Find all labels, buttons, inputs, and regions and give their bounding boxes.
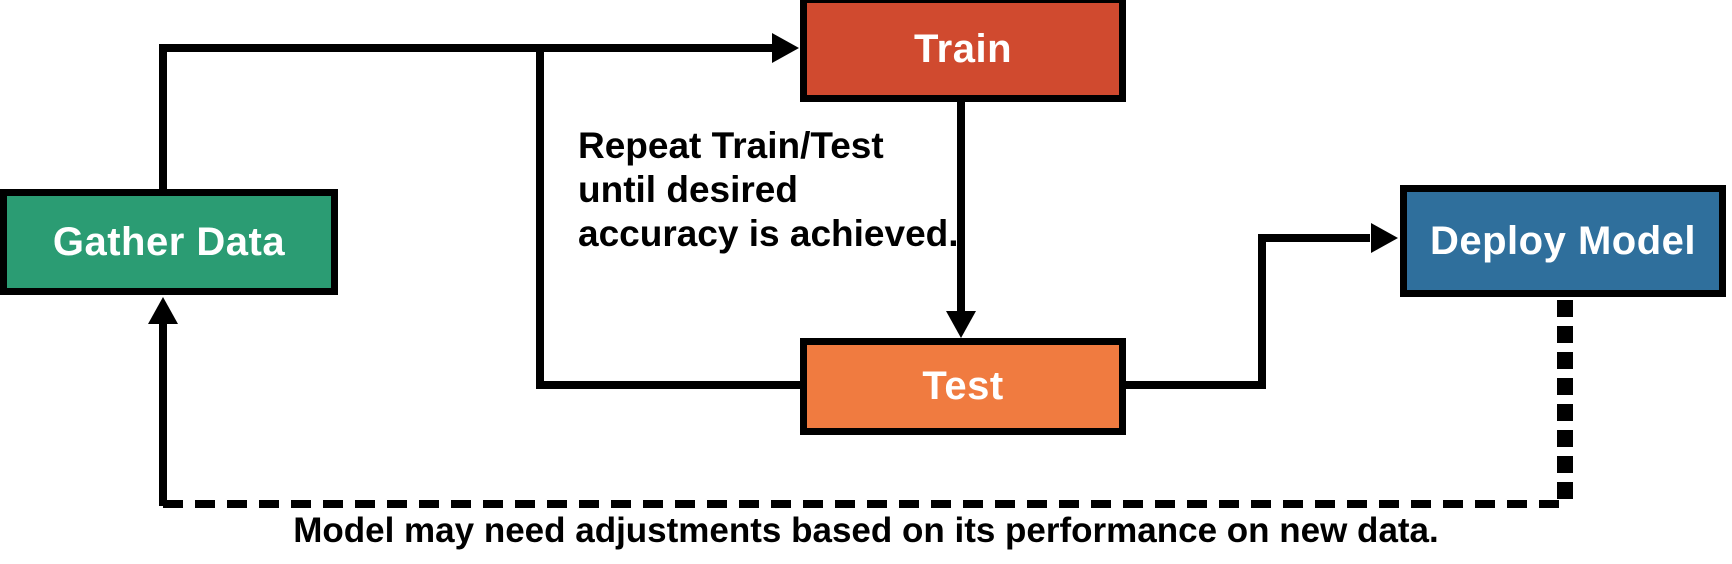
arrowhead-into-deploy-icon — [1371, 223, 1398, 253]
loop-annotation: Repeat Train/Test until desired accuracy… — [578, 125, 959, 254]
node-deploy-model-label: Deploy Model — [1429, 218, 1697, 263]
edge-loop-to-test-line — [536, 381, 800, 389]
edge-loop-vertical-line — [536, 44, 544, 389]
arrowhead-into-test-icon — [946, 311, 976, 338]
node-gather-data: Gather Data — [0, 189, 338, 295]
edge-test-right-line — [1126, 381, 1266, 389]
edge-deploy-feedback-dashed-vertical — [1557, 300, 1573, 506]
node-train: Train — [800, 0, 1126, 102]
edge-gather-to-top-line — [159, 44, 167, 194]
feedback-annotation: Model may need adjustments based on its … — [293, 511, 1439, 550]
node-test-label: Test — [922, 364, 1004, 408]
arrowhead-into-gather-icon — [148, 297, 178, 324]
edge-train-to-test-line — [957, 100, 965, 312]
edge-feedback-return-line — [159, 324, 167, 506]
edge-feedback-dashed-horizontal — [163, 500, 1571, 508]
node-test: Test — [800, 338, 1126, 435]
edge-up-to-deploy-line — [1258, 234, 1266, 389]
edge-into-deploy-line — [1258, 234, 1370, 242]
edge-top-horizontal-line — [159, 44, 773, 52]
node-deploy-model: Deploy Model — [1400, 185, 1726, 297]
node-gather-data-label: Gather Data — [52, 219, 286, 264]
arrowhead-into-train-icon — [772, 33, 799, 63]
node-train-label: Train — [913, 26, 1013, 71]
